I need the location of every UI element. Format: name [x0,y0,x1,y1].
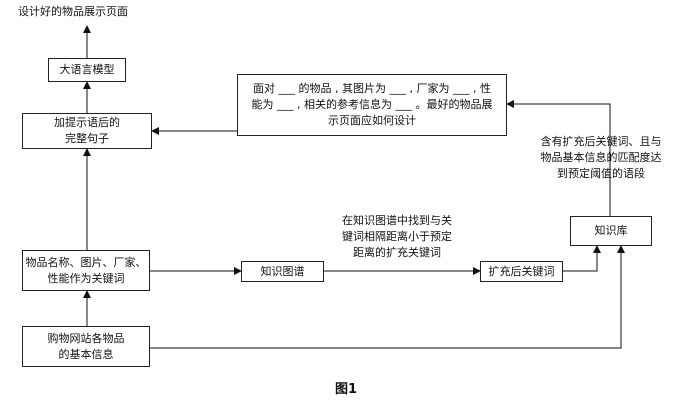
full-sentence-line-2: 完整句子 [65,132,109,145]
expanded-keywords-label: 扩充后关键词 [488,264,555,278]
expanded-keywords-box: 扩充后关键词 [480,261,563,282]
kg-search-line-2: 键词相隔距离小于预定 [342,230,452,243]
llm-label: 大语言模型 [59,63,115,76]
knowledge-graph-box: 知识图谱 [241,261,324,282]
matching-passages-line-1: 含有扩充后关键词、且与 [540,135,662,148]
prompt-template-line-3: 示页面应如何设计 [328,114,416,127]
arrow-kb-to-template [506,100,611,216]
knowledge-base-label: 知识库 [594,224,628,237]
shopping-info-box: 购物网站各物品 的基本信息 [22,326,150,367]
knowledge-graph-label: 知识图谱 [260,264,305,278]
full-sentence-box: 加提示语后的 完整句子 [22,113,152,149]
matching-passages-line-2: 物品基本信息的匹配度达 [540,151,662,164]
figure-caption: 图1 [334,382,358,397]
kg-search-line-1: 在知识图谱中找到与关 [342,214,452,227]
prompt-template-line-1: 面对 ___ 的物品 , 其图片为 ___ , 厂家为 ___ , 性 [253,82,491,95]
arrow-expanded-to-kb [563,245,601,272]
product-keywords-line-1: 物品名称、图片、厂家、 [25,255,147,269]
knowledge-base-box: 知识库 [570,216,652,246]
llm-box: 大语言模型 [48,58,126,82]
full-sentence-line-1: 加提示语后的 [54,116,120,129]
matching-passages-line-3: 到预定阈值的语段 [557,167,645,180]
prompt-template-box: 面对 ___ 的物品 , 其图片为 ___ , 厂家为 ___ , 性 能为 _… [237,74,507,136]
kg-search-line-3: 距离的扩充关键词 [353,246,441,259]
shopping-info-line-1: 购物网站各物品 [47,331,125,345]
kg-search-label: 在知识图谱中找到与关 键词相隔距离小于预定 距离的扩充关键词 [322,213,472,261]
matching-passages-label: 含有扩充后关键词、且与 物品基本信息的匹配度达 到预定阈值的语段 [520,134,682,182]
result-label: 设计好的物品展示页面 [18,5,128,18]
product-keywords-box: 物品名称、图片、厂家、 性能作为关键词 [22,250,150,291]
prompt-template-line-2: 能为 ___ , 相关的参考信息为 ___ 。最好的物品展 [251,98,493,111]
product-keywords-line-2: 性能作为关键词 [47,271,125,285]
arrow-info-to-kb [150,245,625,349]
shopping-info-line-2: 的基本信息 [58,347,114,361]
